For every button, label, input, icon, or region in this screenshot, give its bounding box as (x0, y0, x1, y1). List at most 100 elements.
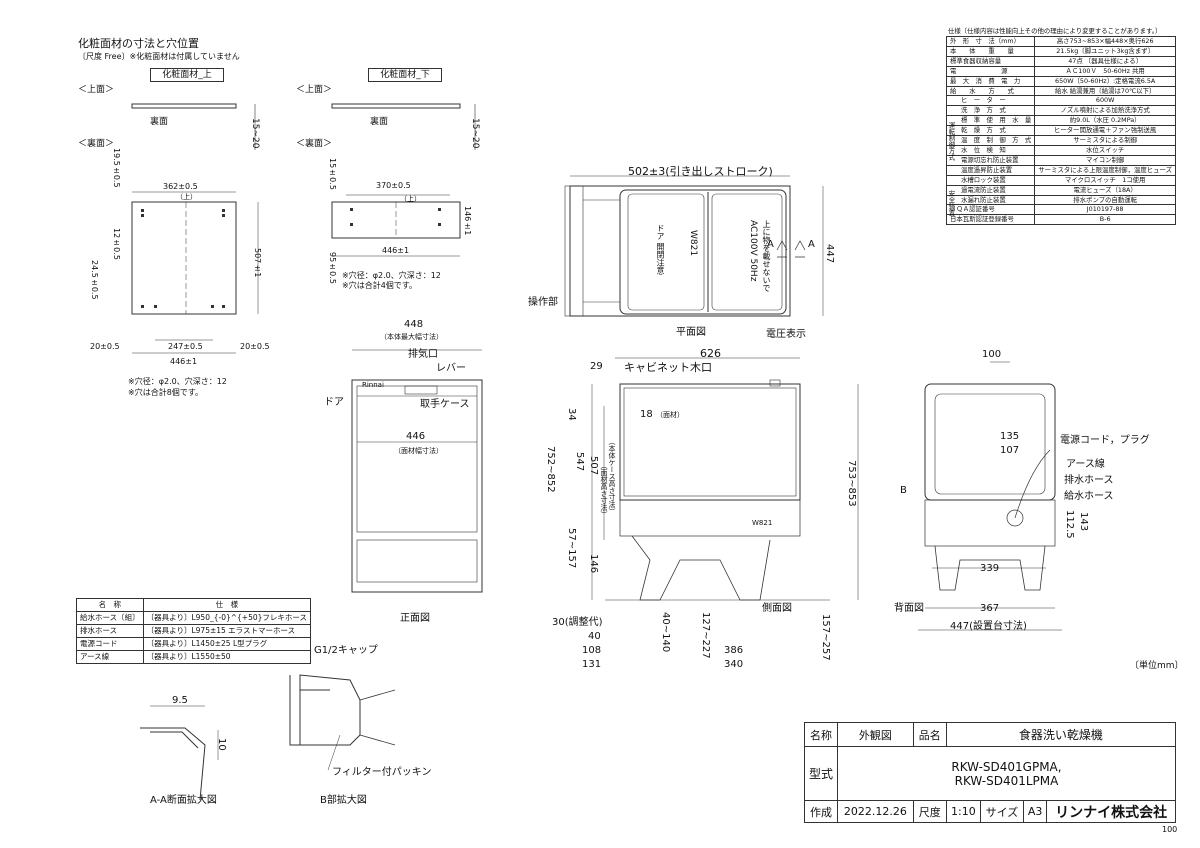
spec-key: 水 位 検 知 (945, 144, 1036, 156)
spec-value: J010197-88 (1034, 204, 1176, 216)
spec-key: 標準食器収納容量 (945, 55, 1036, 67)
side-d-40: 40 (588, 631, 601, 642)
back-ground: アース線 (1066, 459, 1105, 470)
panel-note: 〔尺度 Free〕※化粧面材は付属していません (78, 52, 240, 61)
plan-plate-1: AC100V 50Hz (748, 220, 758, 282)
side-d-40b: 40~140 (660, 612, 671, 653)
upper-count-note: ※穴は合計8個です。 (128, 388, 203, 397)
parts-cell: 排水ホース (76, 624, 144, 638)
side-d-29: 29 (590, 361, 603, 372)
spec-key: 乾 燥 方 式 (945, 125, 1036, 137)
title-block: 名称 外観図 品名 食器洗い乾燥機 型式 RKW-SD401GPMA, RKW-… (804, 722, 1177, 823)
upper-d-362: 362±0.5 (163, 182, 198, 191)
back-d-367: 367 (980, 603, 1000, 614)
tb-company: リンナイ株式会社 (1046, 800, 1176, 823)
table-row: 水 位 検 知水位スイッチ (945, 144, 1176, 156)
spec-value: マイコン制御 (1034, 154, 1176, 166)
tb-size-label: サイズ (980, 800, 1024, 823)
spec-value: B-6 (1034, 214, 1176, 226)
table-row: 外 形 寸 法（mm）高さ753~853×幅448×奥行626 (945, 36, 1176, 47)
table-row: 過電流防止装置電流ヒューズ（18A） (945, 184, 1176, 196)
upper-back-view: ＜裏面＞ (78, 139, 115, 149)
upper-panel-top (131, 103, 237, 109)
side-d-547: 547 (574, 452, 585, 472)
side-d-507: 507 (588, 456, 599, 476)
b-detail (289, 674, 361, 746)
side-d-340: 340 (724, 659, 744, 670)
table-row: 水漏れ防止装置排水ポンプの自動運転 (945, 194, 1176, 206)
spec-value: ヒーター開放通電＋ファン強制送風 (1034, 125, 1176, 137)
upper-d-12: 12±0.5 (112, 228, 121, 260)
side-d-30: 30(調整代) (552, 617, 603, 628)
table-row: 給 水 方 式給水 給湯兼用〔給湯は70℃以下〕 (945, 85, 1176, 97)
spec-value: 47点 〔器具仕様による〕 (1034, 55, 1176, 67)
tb-model-label: 型式 (804, 746, 838, 801)
parts-cell: 電源コード (76, 637, 144, 651)
tb-model-1: RKW-SD401GPMA, (951, 759, 1062, 774)
plan-voltage: 電圧表示 (766, 329, 806, 340)
side-d-146: 146 (588, 554, 599, 574)
lower-top-view: ＜上面＞ (296, 85, 333, 95)
table-row: 温 度 制 御 方 式サーミスタによる制御 (945, 135, 1176, 146)
spec-value: ＡＣ100Ｖ 50-60Hz 共用 (1034, 65, 1176, 77)
parts-cell: 〔器具より〕L1550±50 (142, 650, 312, 664)
back-drain: 排水ホース (1064, 475, 1114, 486)
spec-key: 外 形 寸 法（mm） (945, 36, 1036, 47)
plan-arrow-a2: A (767, 239, 774, 250)
plan-panel-label: 操作部 (528, 297, 558, 308)
back-outline (924, 383, 1056, 501)
front-d-446-note: （面材幅寸法） (394, 447, 443, 455)
tb-name-label: 名称 (804, 722, 838, 747)
upper-panel-label: 化粧面材_上 (150, 68, 224, 82)
back-b: B (900, 485, 907, 496)
back-d-135: 135 (1000, 431, 1020, 442)
table-row: 給水ホース〔組〕 〔器具より〕L950_{-0}^{+50}フレキホース (76, 611, 312, 625)
lower-hole-note: ※穴径：φ2.0、穴深さ：12 (342, 271, 441, 280)
front-outline (351, 379, 483, 593)
plan-stroke: 502±3(引き出しストローク) (628, 165, 773, 178)
b-packing: フィルター付パッキン (332, 767, 432, 778)
plan-view-name: 平面図 (676, 327, 706, 338)
upper-d-507: 507±1 (253, 248, 262, 278)
front-d-448-note: （本体最大幅寸法） (380, 333, 443, 341)
lower-thick: 15~20 (470, 118, 480, 149)
tb-model-cell: RKW-SD401GPMA, RKW-SD401LPMA (837, 746, 1176, 801)
tb-name-value: 外観図 (837, 722, 914, 747)
spec-key: 最 大 消 費 電 力 (945, 75, 1036, 87)
side-d-18: 18 (640, 409, 653, 420)
side-d-57: 57~157 (566, 528, 577, 569)
side-d-127: 127~227 (700, 612, 711, 659)
spec-value: 600W (1034, 95, 1176, 107)
parts-cell: 〔器具より〕L1450±25 L型プラグ (142, 637, 312, 651)
spec-value: ノズル噴射による加熱洗浄方式 (1034, 105, 1176, 117)
upper-d-446: 446±1 (170, 357, 198, 366)
spec-key: 本 体 重 量 (945, 45, 1036, 57)
side-d-157: 157~257 (820, 614, 831, 661)
spec-key: 洗 浄 方 式 (945, 105, 1036, 117)
upper-panel-back (131, 201, 237, 315)
parts-header-name: 名 称 (76, 598, 144, 612)
side-label-w: W821 (752, 519, 773, 527)
spec-key: 水漏れ防止装置 (945, 194, 1036, 206)
parts-table: 名 称 仕 様 給水ホース〔組〕 〔器具より〕L950_{-0}^{+50}フレ… (76, 598, 312, 664)
corner-note: 100 (1162, 825, 1178, 834)
upper-d-top: 19.5±0.5 (112, 148, 121, 188)
lower-panel-top (331, 103, 461, 109)
back-view-name: 背面図 (894, 603, 924, 614)
spec-key: ＪＱＡ認証番号 (945, 204, 1036, 216)
lower-back-face: 裏面 (370, 117, 389, 127)
back-power: 電源コード，プラグ (1060, 435, 1150, 446)
spec-value: 電流ヒューズ（18A） (1034, 184, 1176, 196)
lower-d-146: 146±1 (463, 206, 472, 236)
spec-header: 仕様〔仕様内容は性能向上その他の理由により変更することがあります。〕 (948, 27, 1162, 35)
spec-key: 標 準 使 用 水 量 (945, 115, 1036, 127)
spec-value: 水位スイッチ (1034, 144, 1176, 156)
front-handle: 取手ケース (420, 399, 470, 410)
upper-d-20a: 20±0.5 (90, 342, 120, 351)
back-d-100: 100 (982, 349, 1002, 360)
tb-product-label: 品名 (912, 722, 947, 747)
